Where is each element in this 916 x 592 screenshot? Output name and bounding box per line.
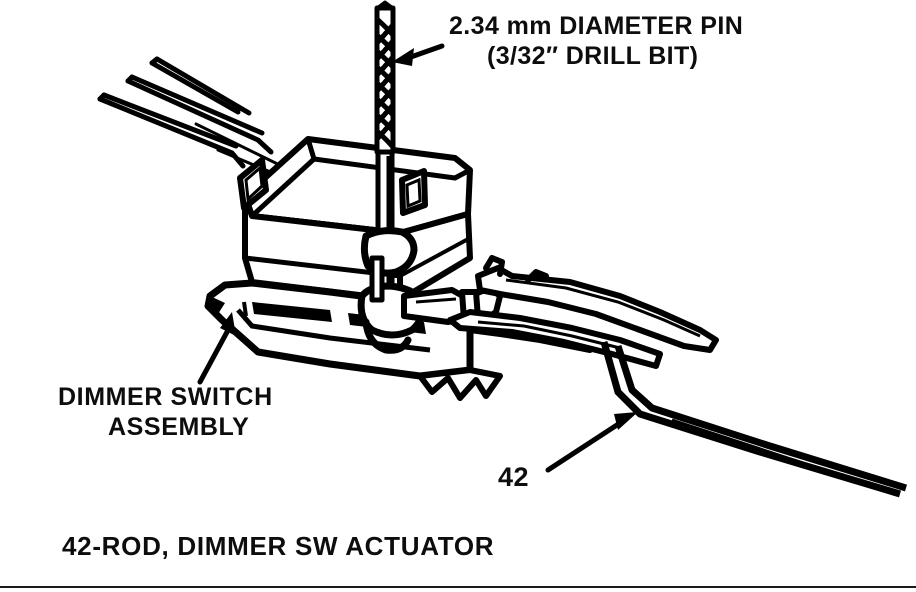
wire-harness-leads — [97, 56, 274, 169]
dimmer-switch-body — [242, 193, 473, 303]
rod-callout-number: 42 — [498, 462, 530, 492]
actuator-rod — [447, 265, 908, 498]
switch-clip-inner — [244, 165, 422, 209]
pin-callout-line1: 2.34 mm DIAMETER PIN — [449, 12, 744, 40]
figure-caption: 42-ROD, DIMMER SW ACTUATOR — [62, 531, 495, 561]
page-divider-rule — [0, 586, 916, 588]
rod-root-detail — [483, 255, 549, 283]
pin-leader-arrow — [392, 43, 445, 66]
pin-callout-line2: (3/32″ DRILL BIT) — [487, 41, 699, 70]
plunger-linkage — [357, 255, 481, 354]
bracket-skirt — [417, 367, 503, 401]
switch-leader-arrow — [197, 312, 236, 385]
rod-leader-arrow — [545, 412, 638, 473]
switch-callout-line2: ASSEMBLY — [108, 412, 250, 441]
pin-callout-label: 2.34 mm DIAMETER PIN(3/32″ DRILL BIT) — [449, 12, 743, 71]
drill-bit-alignment-pin — [374, 0, 396, 293]
switch-callout-line1: DIMMER SWITCH — [58, 383, 273, 411]
